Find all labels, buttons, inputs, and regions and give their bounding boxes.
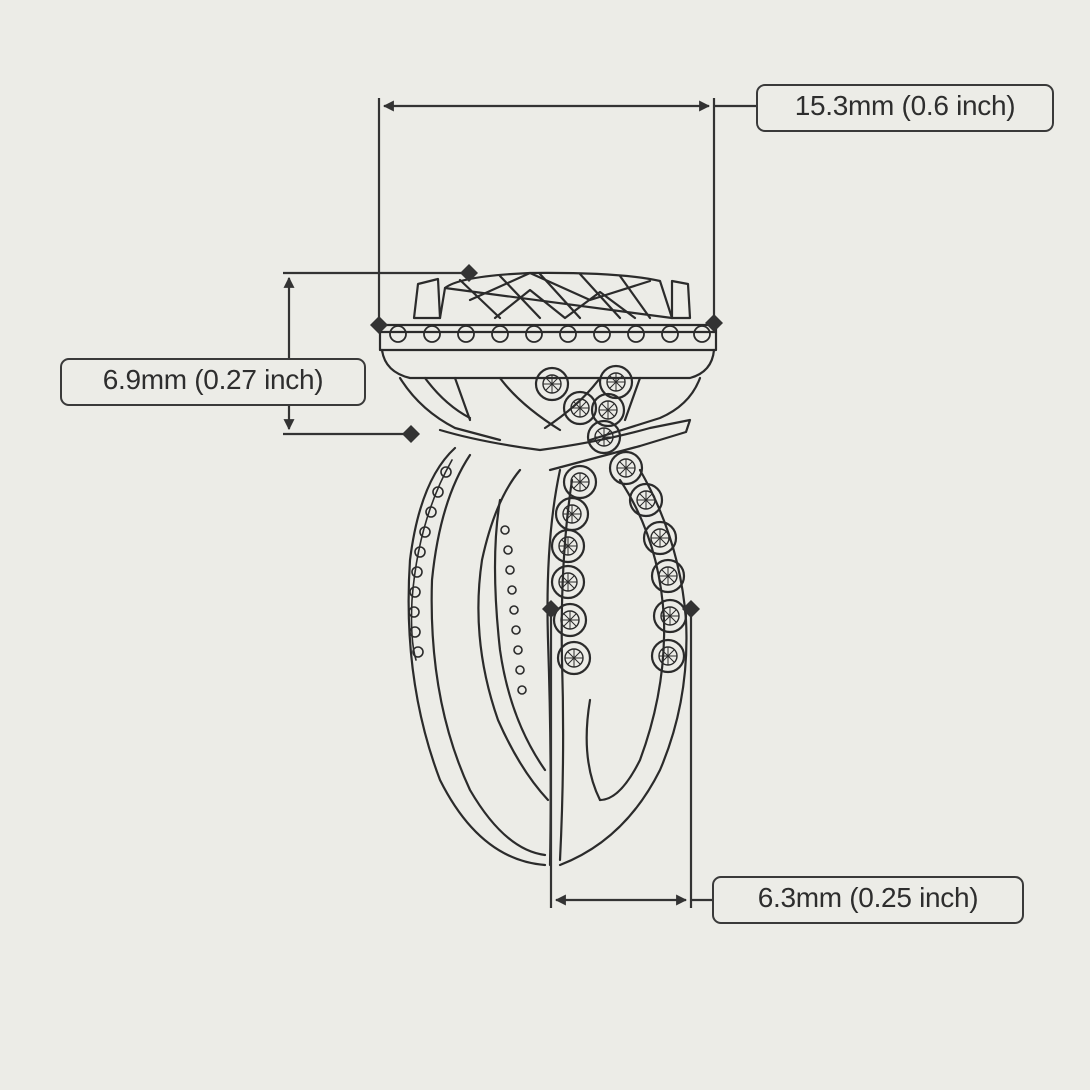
halo	[378, 323, 718, 380]
marker-band-left	[542, 600, 560, 618]
marker-height-bottom	[402, 425, 420, 443]
marker-band-right	[682, 600, 700, 618]
ring-artwork	[378, 271, 718, 867]
left-pave	[408, 459, 527, 695]
left-shank	[407, 446, 550, 867]
band-dimension	[549, 610, 713, 908]
gallery	[398, 376, 702, 472]
height-dimension	[283, 271, 470, 436]
reference-markers	[370, 264, 723, 618]
marker-width-right	[705, 314, 723, 332]
dimension-lines	[283, 98, 757, 908]
right-shank	[546, 468, 688, 867]
width-label: 15.3mm (0.6 inch)	[756, 84, 1054, 132]
width-dimension	[377, 98, 757, 325]
marker-width-left	[370, 316, 388, 334]
marker-height-top	[460, 264, 478, 282]
center-stone	[412, 271, 692, 320]
band-label: 6.3mm (0.25 inch)	[712, 876, 1024, 924]
height-label: 6.9mm (0.27 inch)	[60, 358, 366, 406]
